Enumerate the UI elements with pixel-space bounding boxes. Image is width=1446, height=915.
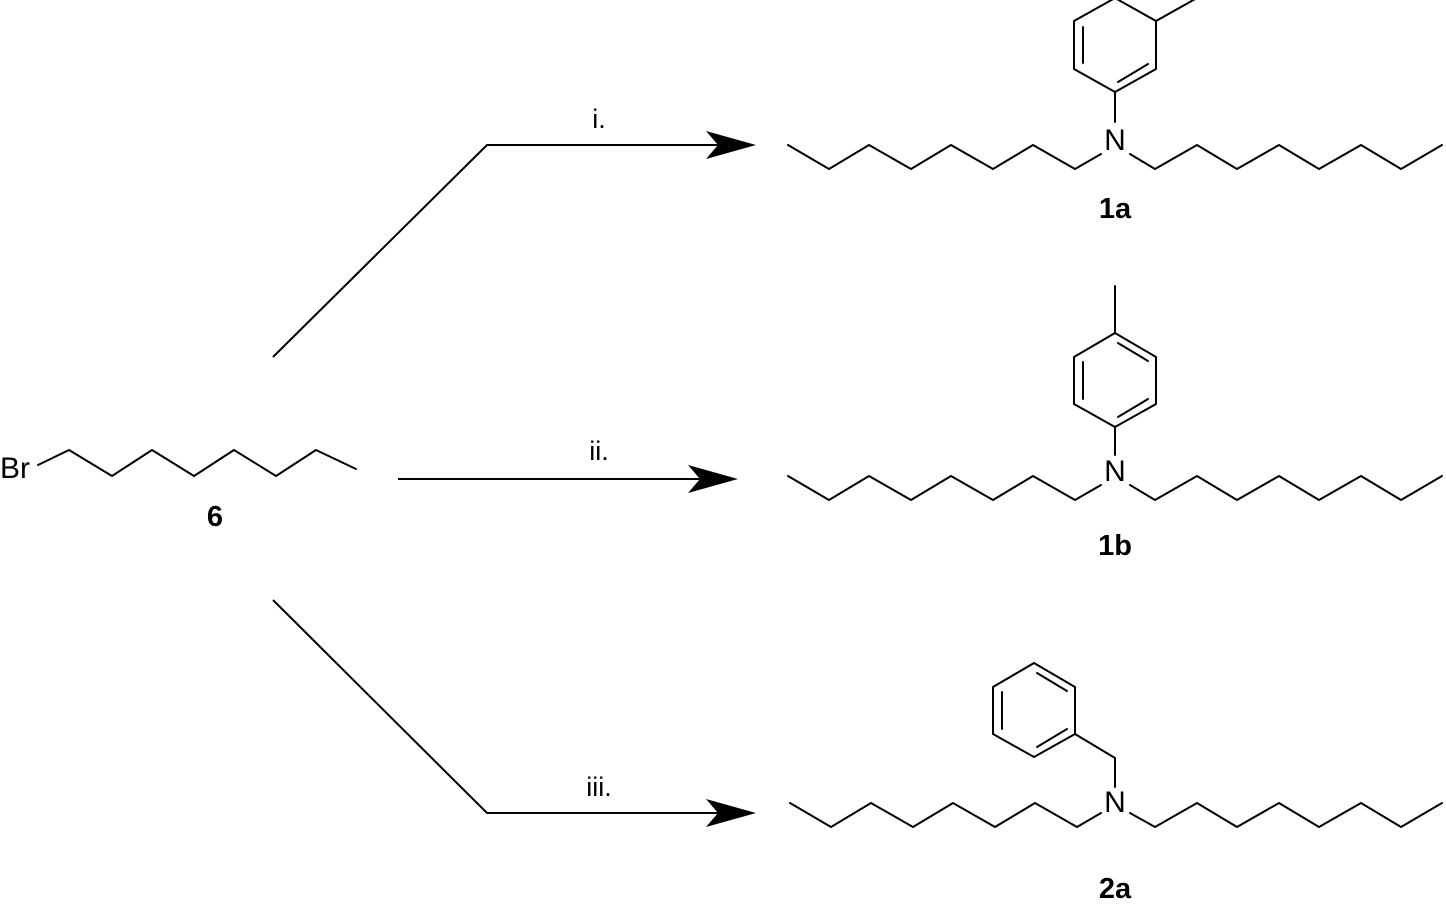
- ch2-phenyl-bond: [1074, 733, 1116, 759]
- ring-double-bond: [1117, 398, 1149, 418]
- ring-double-bond: [1036, 728, 1068, 748]
- arrow-i: i.: [272, 104, 756, 358]
- nitrogen-atom: N: [1104, 124, 1126, 157]
- right-octyl-chain-bond: [1129, 802, 1443, 828]
- product-1b: N 1b: [787, 285, 1443, 562]
- right-octyl-chain-bond: [1129, 475, 1443, 501]
- arrow-ii-head: [688, 465, 738, 493]
- compound-label-1b: 1b: [1098, 530, 1132, 562]
- compound-label-6: 6: [207, 501, 223, 533]
- condition-iii: iii.: [586, 772, 612, 802]
- product-2a: N 2a: [789, 662, 1443, 905]
- benzene-ring: [1073, 0, 1157, 93]
- condition-ii: ii.: [589, 436, 609, 466]
- arrow-ii: ii.: [398, 436, 738, 493]
- arrow-iii-line: [272, 599, 722, 814]
- condition-i: i.: [592, 104, 606, 134]
- ring-double-bond: [1036, 672, 1068, 692]
- left-octyl-chain-bond: [787, 144, 1102, 170]
- reactant-6: Br 6: [0, 449, 357, 533]
- nitrogen-atom: N: [1104, 455, 1126, 488]
- benzene-ring: [992, 662, 1076, 758]
- ring-double-bond: [1117, 63, 1149, 83]
- right-octyl-chain-bond: [1129, 144, 1443, 170]
- benzene-ring: [1073, 332, 1157, 428]
- arrow-iii: iii.: [272, 599, 756, 827]
- compound-label-1a: 1a: [1099, 193, 1132, 225]
- left-octyl-chain-bond: [787, 475, 1102, 501]
- octyl-chain-bond: [37, 449, 357, 477]
- product-1a: N 1a: [787, 0, 1443, 225]
- arrow-i-line: [272, 144, 722, 358]
- arrow-iii-head: [706, 799, 756, 827]
- arrow-i-head: [706, 131, 756, 159]
- compound-label-2a: 2a: [1099, 873, 1132, 905]
- nitrogen-atom: N: [1104, 786, 1126, 819]
- ring-double-bond: [1117, 342, 1149, 362]
- methyl-bond: [1155, 0, 1196, 22]
- left-octyl-chain-bond: [789, 802, 1102, 828]
- bromine-atom: Br: [0, 452, 30, 485]
